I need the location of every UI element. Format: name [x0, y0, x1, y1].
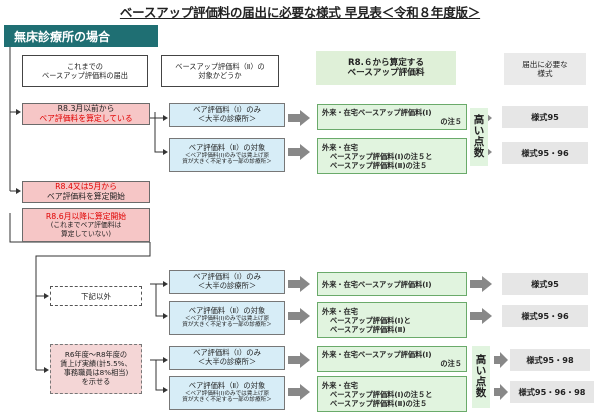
base-up-ii-target-2-line2: ＜ベア評価料(Ⅰ)のみでは賃上げ原 [184, 315, 270, 322]
form-95-98: 様式95・98 [510, 349, 590, 371]
result-2-line2: ベースアップ評価料(Ⅰ)の注５と [330, 151, 433, 161]
base-up-ii-target-2-line3: 資が大きく不足する一部の診療所＞ [182, 322, 272, 329]
base-up-ii-target-line1: ベア評価料（Ⅱ）の対象 [188, 142, 266, 152]
option-r6-line1: R6年度～R8年度の [64, 350, 128, 360]
option-r8-3-before-line2: ベア評価料を算定している [39, 114, 133, 123]
base-up-ii-target-box-3: ベア評価料（Ⅱ）の対象 ＜ベア評価料(Ⅰ)のみでは賃上げ原 資が大きく不足する一… [169, 376, 285, 410]
base-up-i-only-line1: ベア評価料（Ⅰ）のみ [193, 105, 261, 115]
header-calculated-from-r8-6: R8.６から算定する ベースアップ評価料 [316, 51, 456, 85]
option-r8-6-after: R8.6月以降に算定開始 (これまでベア評価料は 算定していない) [22, 208, 150, 242]
option-r6-line3: 事務職員は8%相当) [63, 368, 129, 377]
base-up-ii-target-2-line1: ベア評価料（Ⅱ）の対象 [188, 305, 266, 315]
result-base-up-i-note5-2: 外来・在宅ベースアップ評価料(Ⅰ) の注５ [317, 346, 467, 372]
option-r8-4-or-5-line2: ベア評価料を算定開始 [47, 192, 125, 201]
base-up-ii-target-line2: ＜ベア評価料(Ⅰ)のみでは賃上げ原 [184, 152, 270, 159]
base-up-ii-target-3-line2: ＜ベア評価料(Ⅰ)のみでは賃上げ原 [184, 390, 270, 397]
form-95: 様式95 [502, 106, 588, 128]
option-r8-6-after-line3: 算定していない) [60, 229, 112, 238]
result-base-up-i-ii-note5-2: 外来・在宅 ベースアップ評価料(Ⅰ)の注５と ベースアップ評価料(Ⅱ)の注５ [317, 376, 467, 412]
base-up-ii-target-line3: 資が大きく不足する一部の診療所＞ [182, 159, 272, 166]
base-up-i-only-line2: ＜大半の診療所＞ [197, 114, 257, 123]
base-up-i-only-box: ベア評価料（Ⅰ）のみ ＜大半の診療所＞ [169, 103, 285, 127]
base-up-i-only-2-line2: ＜大半の診療所＞ [197, 281, 257, 290]
base-up-i-only-3-line2: ＜大半の診療所＞ [197, 357, 257, 366]
result-base-up-i-note5: 外来・在宅ベースアップ評価料(Ⅰ) の注５ [317, 104, 467, 130]
option-r8-3-before: R8.3月以前から ベア評価料を算定している [22, 103, 150, 125]
option-r8-6-after-line2: (これまでベア評価料は [50, 221, 122, 230]
high-points-label-1: 高 い 点 数 [470, 108, 488, 166]
result-6-line3: ベースアップ評価料(Ⅱ)の注５ [330, 398, 428, 408]
header-previous-filing: これまでの ベースアップ評価料の届出 [22, 55, 148, 87]
page-title: ベースアップ評価料の届出に必要な様式 早見表＜令和８年度版＞ [119, 5, 481, 20]
form-95-96-b: 様式95・96 [502, 305, 588, 327]
base-up-i-only-3-line1: ベア評価料（Ⅰ）のみ [193, 348, 261, 358]
option-r8-4-or-5: R8.4又は5月から ベア評価料を算定開始 [22, 181, 150, 203]
option-r6-line4: を示せる [81, 376, 111, 386]
header-base-up-ii-target: ベースアップ評価料（Ⅱ）の 対象かどうか [161, 55, 279, 87]
option-r6-r8-wage-record: R6年度～R8年度の 賃上げ実績(計5.5%、 事務職員は8%相当) を示せる [50, 344, 142, 394]
result-4-line1: 外来・在宅 [322, 306, 358, 316]
base-up-ii-target-3-line1: ベア評価料（Ⅱ）の対象 [188, 380, 266, 390]
header-required-forms: 届出に必要な 様式 [504, 53, 586, 85]
option-r8-6-after-line1: R8.6月以降に算定開始 [45, 211, 127, 221]
result-5-line2: の注５ [440, 359, 462, 368]
base-up-ii-target-3-line3: 資が大きく不足する一部の診療所＞ [182, 397, 272, 404]
result-6-line2: ベースアップ評価料(Ⅰ)の注５と [330, 389, 433, 399]
result-base-up-i-and-ii: 外来・在宅 ベースアップ評価料(Ⅰ)と ベースアップ評価料(Ⅱ) [317, 302, 467, 338]
result-4-line3: ベースアップ評価料(Ⅱ) [330, 324, 406, 334]
result-5-line1: 外来・在宅ベースアップ評価料(Ⅰ) [322, 350, 432, 359]
form-95-96-98: 様式95・96・98 [510, 381, 594, 403]
high-points-label-2: 高 い 点 数 [472, 346, 490, 408]
result-4-line2: ベースアップ評価料(Ⅰ)と [330, 315, 411, 325]
result-base-up-i-ii-note5: 外来・在宅 ベースアップ評価料(Ⅰ)の注５と ベースアップ評価料(Ⅱ)の注５ [317, 138, 467, 174]
option-r8-3-before-line1: R8.3月以前から [57, 104, 115, 114]
base-up-i-only-box-3: ベア評価料（Ⅰ）のみ ＜大半の診療所＞ [169, 346, 285, 370]
form-95-96: 様式95・96 [502, 142, 588, 164]
result-6-line1: 外来・在宅 [322, 380, 358, 390]
form-95-b: 様式95 [502, 273, 588, 295]
result-1-line2: の注５ [440, 117, 462, 126]
option-other: 下記以外 [50, 286, 142, 306]
base-up-ii-target-box: ベア評価料（Ⅱ）の対象 ＜ベア評価料(Ⅰ)のみでは賃上げ原 資が大きく不足する一… [169, 138, 285, 172]
result-1-line1: 外来・在宅ベースアップ評価料(Ⅰ) [322, 108, 432, 117]
option-r6-line2: 賃上げ実績(計5.5%、 [60, 359, 132, 369]
option-r8-4-or-5-line1: R8.4又は5月から [55, 182, 117, 192]
result-base-up-i: 外来・在宅ベースアップ評価料(Ⅰ) [317, 272, 467, 296]
result-2-line3: ベースアップ評価料(Ⅱ)の注５ [330, 160, 428, 170]
section-tag: 無床診療所の場合 [4, 25, 158, 47]
base-up-i-only-2-line1: ベア評価料（Ⅰ）のみ [193, 272, 261, 282]
base-up-ii-target-box-2: ベア評価料（Ⅱ）の対象 ＜ベア評価料(Ⅰ)のみでは賃上げ原 資が大きく不足する一… [169, 301, 285, 335]
result-2-line1: 外来・在宅 [322, 142, 358, 152]
base-up-i-only-box-2: ベア評価料（Ⅰ）のみ ＜大半の診療所＞ [169, 270, 285, 294]
result-3-line1: 外来・在宅ベースアップ評価料(Ⅰ) [322, 279, 432, 289]
